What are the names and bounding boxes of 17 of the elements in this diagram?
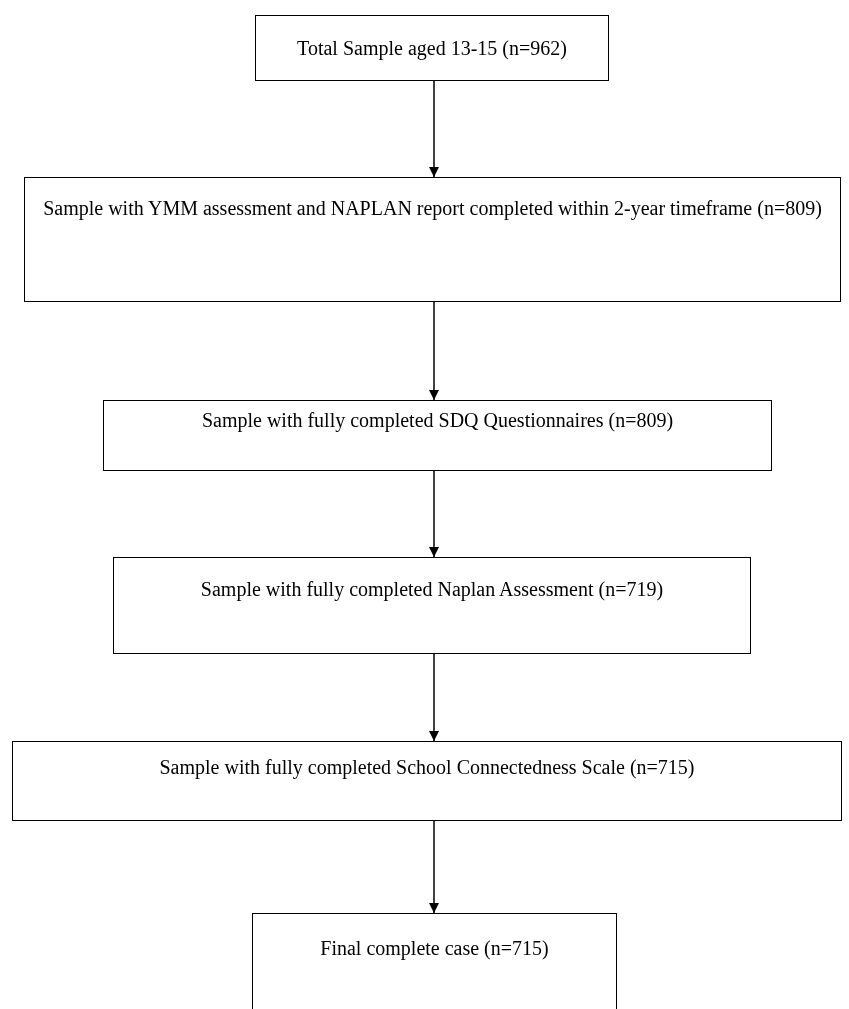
arrow [429, 301, 439, 401]
process-box [252, 913, 617, 1009]
arrow [429, 470, 439, 558]
box-text: Sample with fully completed School Connectedness Scale (n=715) [158, 755, 696, 781]
process-box [103, 400, 772, 471]
box-text: Total Sample aged 13-15 (n=962) [296, 36, 568, 62]
arrow [429, 653, 439, 742]
box-text: Final complete case (n=715) [319, 936, 550, 962]
process-box [12, 741, 842, 821]
box-text: Sample with fully completed Naplan Assessment (n=719) [199, 577, 665, 603]
arrow [429, 80, 439, 178]
process-box [24, 177, 841, 302]
process-box [255, 15, 609, 81]
process-box [113, 557, 751, 654]
arrow [429, 820, 439, 914]
box-text: Sample with YMM assessment and NAPLAN report completed within 2-year timeframe (n=809) [42, 196, 823, 222]
box-text: Sample with fully completed SDQ Questionnaires (n=809) [200, 408, 675, 434]
